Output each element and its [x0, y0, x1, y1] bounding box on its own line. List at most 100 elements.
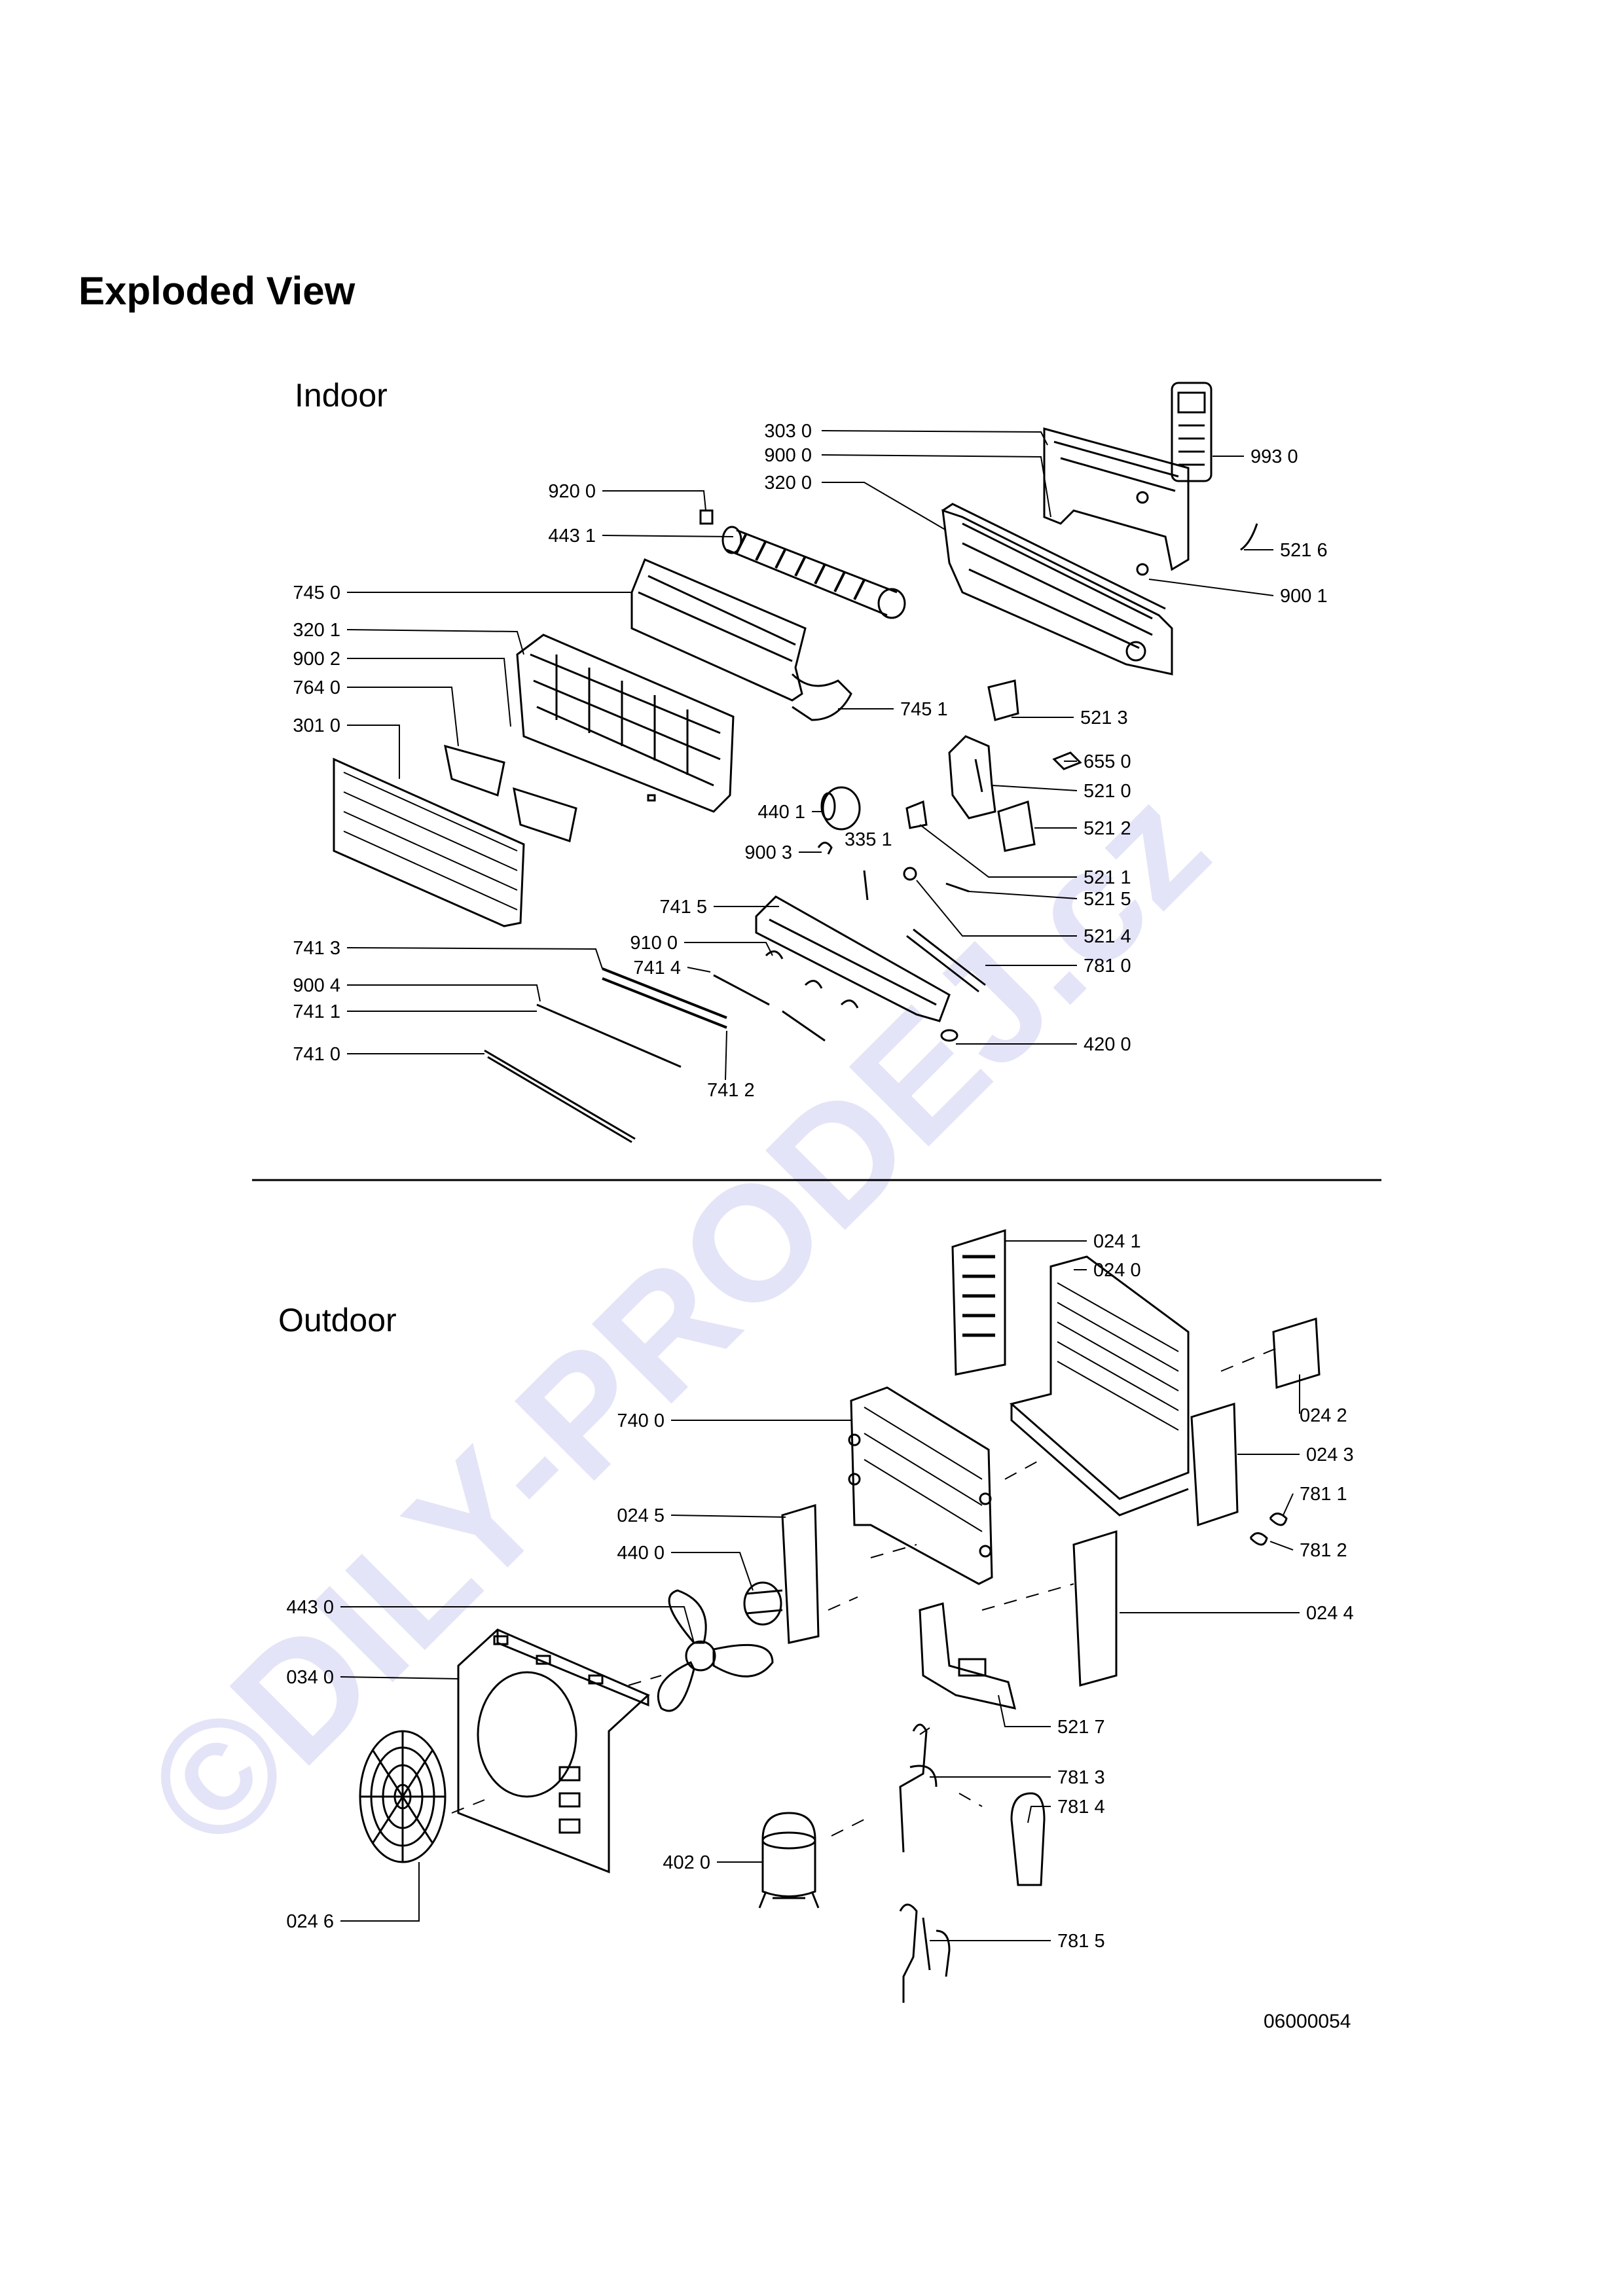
label-7411: 741 1 — [293, 1001, 340, 1022]
label-9002: 900 2 — [293, 649, 340, 670]
label-3010: 301 0 — [293, 715, 340, 736]
louvre-rod-7410 — [484, 1049, 636, 1143]
label-7811: 781 1 — [1300, 1484, 1347, 1505]
part-5215 — [945, 882, 970, 893]
part-5214 — [903, 867, 917, 881]
screw-9001 — [1136, 563, 1149, 576]
label-7451: 745 1 — [900, 699, 948, 720]
louvre-7411 — [536, 1003, 682, 1068]
label-0244: 024 4 — [1306, 1603, 1354, 1624]
control-box — [948, 735, 996, 819]
front-casing — [457, 1628, 650, 1874]
label-5213: 521 3 — [1080, 708, 1128, 728]
label-5210: 521 0 — [1084, 781, 1131, 802]
label-9930: 993 0 — [1250, 446, 1298, 467]
assembly-hint-lines — [451, 1348, 1277, 1837]
outdoor-fan-motor — [743, 1581, 783, 1626]
louvre-set-7413 — [602, 967, 727, 1029]
label-7813: 781 3 — [1057, 1767, 1105, 1788]
panel-0243 — [1190, 1402, 1239, 1527]
label-7815: 781 5 — [1057, 1931, 1105, 1952]
label-7400: 740 0 — [617, 1410, 665, 1431]
drain-pan — [755, 895, 951, 1022]
label-3030: 303 0 — [764, 421, 812, 442]
mounting-plate — [1043, 427, 1190, 571]
label-7410: 741 0 — [293, 1044, 340, 1065]
indoor-fan-motor — [820, 786, 861, 831]
label-9001: 900 1 — [1280, 586, 1328, 607]
pipe-7814 — [1010, 1792, 1046, 1886]
label-5212: 521 2 — [1084, 818, 1131, 839]
valve-7811 — [1269, 1513, 1288, 1526]
label-5214: 521 4 — [1084, 926, 1131, 947]
air-filters — [444, 744, 577, 842]
label-9003: 900 3 — [744, 842, 792, 863]
label-3351: 335 1 — [845, 829, 892, 850]
indoor-section-title: Indoor — [295, 377, 388, 414]
label-7640: 764 0 — [293, 677, 340, 698]
front-panel — [333, 757, 525, 927]
leader-lines — [340, 430, 1300, 1941]
indoor-parts — [333, 382, 1258, 1143]
label-7414: 741 4 — [633, 958, 681, 978]
label-9004: 900 4 — [293, 975, 340, 996]
chassis — [941, 503, 1173, 675]
part-5216 — [1240, 523, 1258, 551]
label-0240: 024 0 — [1093, 1260, 1141, 1281]
fan-guard — [359, 1730, 447, 1863]
part-4200 — [940, 1029, 958, 1042]
label-3201: 320 1 — [293, 620, 340, 641]
part-5213 — [987, 679, 1019, 721]
label-6550: 655 0 — [1084, 751, 1131, 772]
label-5211: 521 1 — [1084, 867, 1131, 888]
label-7412: 741 2 — [707, 1080, 755, 1101]
label-4400: 440 0 — [617, 1543, 665, 1564]
remote-control — [1171, 382, 1213, 482]
valve-7812 — [1249, 1532, 1268, 1546]
label-7415: 741 5 — [659, 897, 707, 918]
label-9000: 900 0 — [764, 445, 812, 466]
tangential-fan — [721, 526, 906, 619]
compressor — [758, 1812, 820, 1909]
part-6550 — [1052, 751, 1082, 770]
label-7413: 741 3 — [293, 938, 340, 959]
swing-motor-9100 — [765, 950, 859, 1009]
label-7450: 745 0 — [293, 583, 340, 603]
condenser-coil — [848, 1386, 993, 1585]
label-9200: 920 0 — [548, 481, 596, 502]
label-4401: 440 1 — [757, 802, 805, 823]
evaporator-coil — [630, 558, 807, 702]
label-0246: 024 6 — [286, 1911, 334, 1932]
label-7812: 781 2 — [1300, 1540, 1347, 1561]
label-9100: 910 0 — [630, 933, 678, 954]
evaporator-pipes — [791, 673, 852, 721]
motor-bracket — [781, 1503, 820, 1644]
label-0245: 024 5 — [617, 1505, 665, 1526]
part-3351 — [863, 870, 869, 901]
label-0242: 024 2 — [1300, 1405, 1347, 1426]
link-7414 — [713, 974, 826, 1042]
rear-grille — [951, 1229, 1006, 1376]
label-5217: 521 7 — [1057, 1717, 1105, 1738]
label-4020: 402 0 — [663, 1852, 710, 1873]
label-0241: 024 1 — [1093, 1231, 1141, 1252]
cover-0242 — [1272, 1318, 1321, 1389]
page-title: Exploded View — [79, 269, 356, 313]
outdoor-section-title: Outdoor — [278, 1302, 397, 1338]
label-0243: 024 3 — [1306, 1444, 1354, 1465]
axial-fan — [657, 1589, 774, 1712]
indoor-labels: 303 0 900 0 320 0 993 0 920 0 443 1 521 … — [293, 421, 1327, 1101]
label-7810: 781 0 — [1084, 956, 1131, 977]
label-4200: 420 0 — [1084, 1034, 1131, 1055]
label-5216: 521 6 — [1280, 540, 1328, 561]
drawing-number: 06000054 — [1264, 2011, 1351, 2032]
clip-9003 — [817, 842, 833, 855]
label-4431: 443 1 — [548, 526, 596, 547]
part-920-screw — [699, 509, 714, 525]
front-frame — [516, 634, 735, 813]
label-3200: 320 0 — [764, 473, 812, 493]
label-7814: 781 4 — [1057, 1797, 1105, 1818]
partition-panel — [1072, 1530, 1118, 1687]
outdoor-control-box — [919, 1602, 1017, 1710]
